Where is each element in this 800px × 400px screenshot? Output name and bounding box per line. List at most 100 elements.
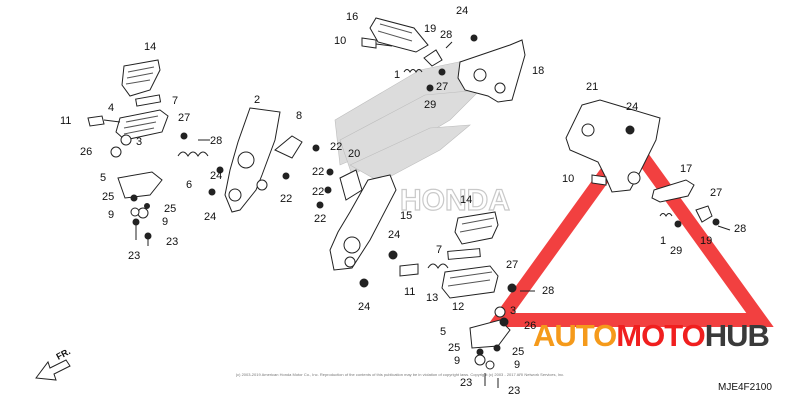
callout-8: 8 (296, 110, 303, 122)
callout-28-left: 28 (210, 135, 223, 147)
callout-25-left-a: 25 (102, 191, 115, 203)
callout-14-center: 14 (460, 194, 473, 206)
left-small-parts-9-25-23 (130, 194, 152, 246)
center-bolts-22 (316, 168, 334, 209)
center-spring-13 (427, 263, 449, 269)
callout-16: 16 (346, 11, 359, 23)
callout-1-top: 1 (394, 69, 401, 81)
left-spring-6 (177, 151, 209, 157)
center-bolt-11 (399, 263, 419, 277)
callout-19-top: 19 (424, 23, 437, 35)
center-clip-27 (507, 283, 517, 293)
callout-7-left: 7 (172, 95, 179, 107)
top-footpeg-16 (369, 17, 429, 53)
callout-1-right: 1 (660, 235, 667, 247)
right-bolt-10 (591, 174, 607, 186)
center-bolt-24a (359, 278, 369, 288)
callout-24-left-b: 24 (204, 211, 217, 223)
center-footpeg-12 (441, 265, 499, 299)
callout-5-center: 5 (440, 326, 447, 338)
callout-27-right: 27 (710, 187, 723, 199)
diagram-code: MJE4F2100 (718, 382, 772, 393)
callout-23-left-a: 23 (166, 236, 179, 248)
left-bolt-11 (87, 115, 121, 127)
callout-20: 20 (348, 148, 361, 160)
callout-21: 21 (586, 81, 599, 93)
callout-22-c: 22 (312, 166, 325, 178)
callout-27-left: 27 (178, 112, 191, 124)
top-bolt-24 (470, 34, 478, 42)
callout-27-top: 27 (436, 81, 449, 93)
copyright-footer: (c) 2003-2019 American Honda Motor Co., … (235, 372, 565, 377)
center-washer-3 (494, 306, 506, 318)
callout-26-center: 26 (524, 320, 537, 332)
right-bracket-19 (695, 205, 713, 223)
left-bracket-2 (224, 107, 281, 213)
right-bracket-21 (565, 99, 661, 193)
callout-10-right: 10 (562, 173, 575, 185)
callout-23-center-b: 23 (508, 385, 521, 397)
watermark-brand-part2: MOTO (616, 318, 705, 353)
callout-22-d: 22 (312, 186, 325, 198)
callout-7-center: 7 (436, 244, 443, 256)
callout-11-left: 11 (60, 115, 72, 127)
center-bracket-15 (329, 174, 397, 271)
callout-3-center: 3 (510, 305, 517, 317)
callout-28-center: 28 (542, 285, 555, 297)
right-bolt-24 (625, 125, 635, 135)
top-bracket-19 (423, 49, 443, 67)
callout-22-b: 22 (280, 193, 293, 205)
callout-9-left-b: 9 (162, 216, 169, 228)
top-pin-1 (403, 69, 423, 73)
callout-19-right: 19 (700, 235, 713, 247)
callout-14-left: 14 (144, 41, 157, 53)
center-bolt-24b (388, 250, 398, 260)
callout-15: 15 (400, 210, 413, 222)
top-bracket-18 (457, 39, 526, 103)
callout-9-left-a: 9 (108, 209, 115, 221)
honda-wing-logo (334, 57, 501, 183)
watermark-brand: AUTOMOTOHUB (533, 318, 770, 354)
left-clip-27 (180, 132, 188, 140)
callout-3-left: 3 (136, 136, 143, 148)
watermark-brand-part1: AUTO (533, 318, 617, 353)
callout-28-top: 28 (440, 29, 453, 41)
callout-26-left: 26 (80, 146, 93, 158)
top-pin-28 (445, 41, 453, 49)
right-pin-28 (717, 225, 731, 231)
callout-23-left-b: 23 (128, 250, 141, 262)
center-heel-guard-5 (469, 319, 511, 349)
left-washer-3 (120, 134, 132, 146)
left-footpeg-plate-4 (115, 94, 169, 141)
callout-23-center-a: 23 (460, 377, 473, 389)
left-nut-26 (110, 146, 122, 158)
right-clip-27 (712, 218, 720, 226)
center-plate-7 (447, 248, 481, 260)
top-bolt-10 (361, 37, 393, 49)
center-small-parts (474, 317, 509, 388)
left-bolts-22-24 (208, 144, 320, 196)
callout-10-top: 10 (334, 35, 347, 47)
callout-24-right: 24 (626, 101, 639, 113)
callout-12: 12 (452, 301, 465, 313)
left-footpeg-rubber-14 (121, 59, 161, 97)
callout-17: 17 (680, 163, 693, 175)
center-footpeg-rubber-14 (454, 211, 499, 245)
callout-13: 13 (426, 292, 439, 304)
callout-29-top: 29 (424, 99, 437, 111)
callout-18: 18 (532, 65, 545, 77)
callout-24-center-b: 24 (358, 301, 371, 313)
callout-11-center: 11 (404, 286, 416, 298)
callout-9-center-a: 9 (454, 355, 461, 367)
center-heel-plate-20 (339, 169, 363, 201)
callout-22-a: 22 (330, 141, 343, 153)
callout-24-left-a: 24 (210, 170, 223, 182)
right-spring-29 (674, 220, 682, 228)
callout-2: 2 (254, 94, 261, 106)
honda-wordmark: HONDA (400, 184, 510, 217)
right-spring-1 (659, 213, 673, 217)
front-direction-arrow (35, 359, 71, 381)
callout-27-center: 27 (506, 259, 519, 271)
